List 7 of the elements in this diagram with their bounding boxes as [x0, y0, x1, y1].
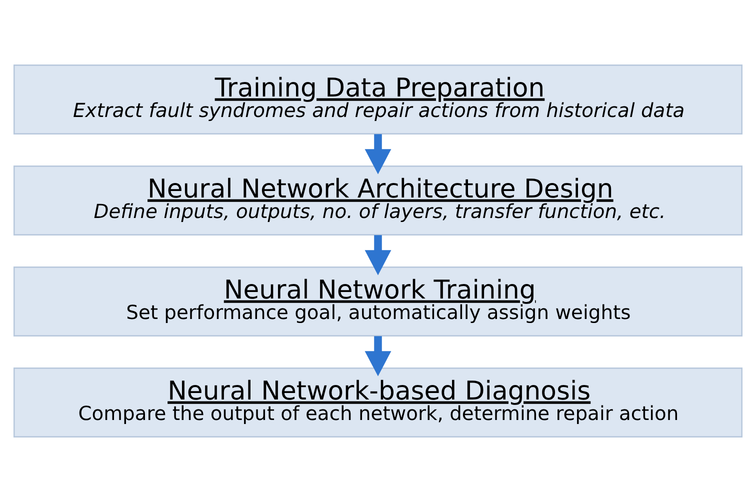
node-box: Training Data Preparation Extract fault syndromes and repair actions from historical data	[13, 64, 743, 134]
node-box: Neural Network-based Diagnosis Compare the output of each network, determine repair action	[13, 368, 743, 438]
arrow	[364, 134, 392, 174]
arrow	[364, 336, 392, 376]
arrow	[364, 235, 392, 276]
node-box: Neural Network Architecture Design Define inputs, outputs, no. of layers, transfer function, etc.	[13, 166, 743, 236]
node-box: Neural Network Training Set performance goal, automatically assign weights	[13, 266, 743, 336]
